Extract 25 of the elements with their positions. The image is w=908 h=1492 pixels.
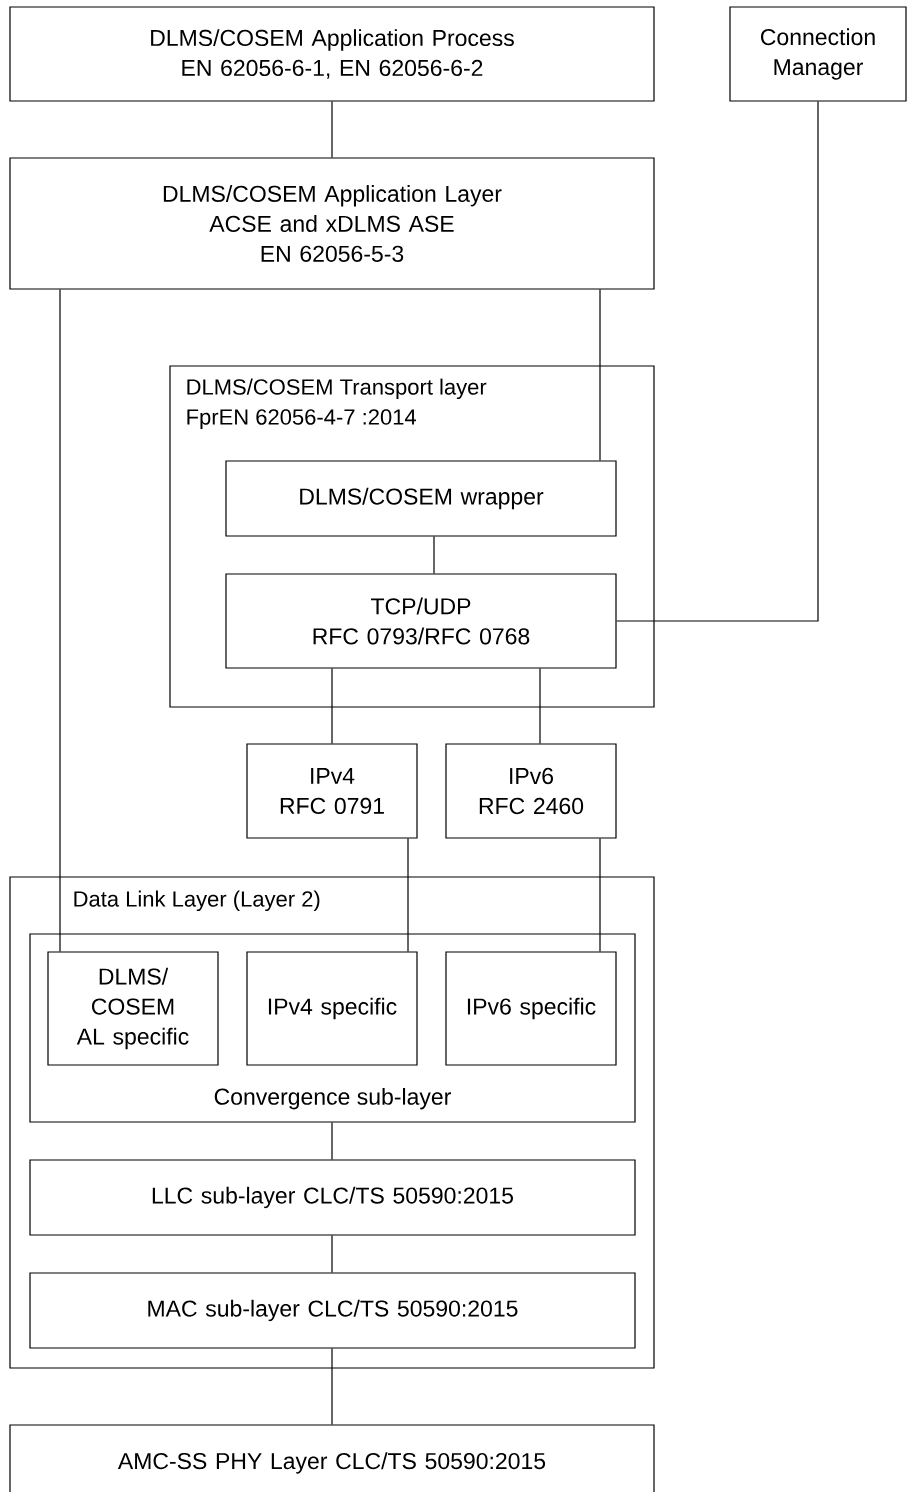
protocol-box: TCP/UDP RFC 0793/RFC 0768	[225, 573, 617, 669]
connector-line	[539, 668, 541, 744]
process-box: DLMS/COSEM wrapper	[225, 460, 617, 537]
protocol-box: IPv6 specific	[445, 951, 617, 1066]
connector-line	[331, 1348, 333, 1425]
connector-line	[331, 1235, 333, 1273]
layer-box: AMC-SS PHY Layer CLC/TS 50590:2015	[9, 1424, 655, 1492]
connector-line	[59, 289, 61, 952]
layer-box: DLMS/COSEM Application Layer ACSE and xDLMS ASE EN 62056-5-3	[9, 157, 655, 290]
connector-line	[599, 838, 601, 952]
protocol-box: IPv4 specific	[246, 951, 418, 1066]
protocol-box: DLMS/ COSEM AL specific	[47, 951, 219, 1066]
protocol-box: IPv6 RFC 2460	[445, 743, 617, 839]
process-box: DLMS/COSEM Application Process EN 62056-6-1, EN 62056-6-2	[9, 6, 655, 102]
connector-line	[331, 101, 333, 158]
connector-line	[331, 668, 333, 744]
connector-line	[599, 289, 601, 461]
sublayer-box: MAC sub-layer CLC/TS 50590:2015	[29, 1272, 636, 1349]
protocol-box: IPv4 RFC 0791	[246, 743, 418, 839]
manager-box: Connection Manager	[729, 6, 907, 102]
connector-line	[616, 101, 819, 622]
sublayer-box: LLC sub-layer CLC/TS 50590:2015	[29, 1159, 636, 1236]
connector-line	[433, 536, 435, 574]
connector-line	[331, 1122, 333, 1160]
connector-line	[407, 838, 409, 952]
